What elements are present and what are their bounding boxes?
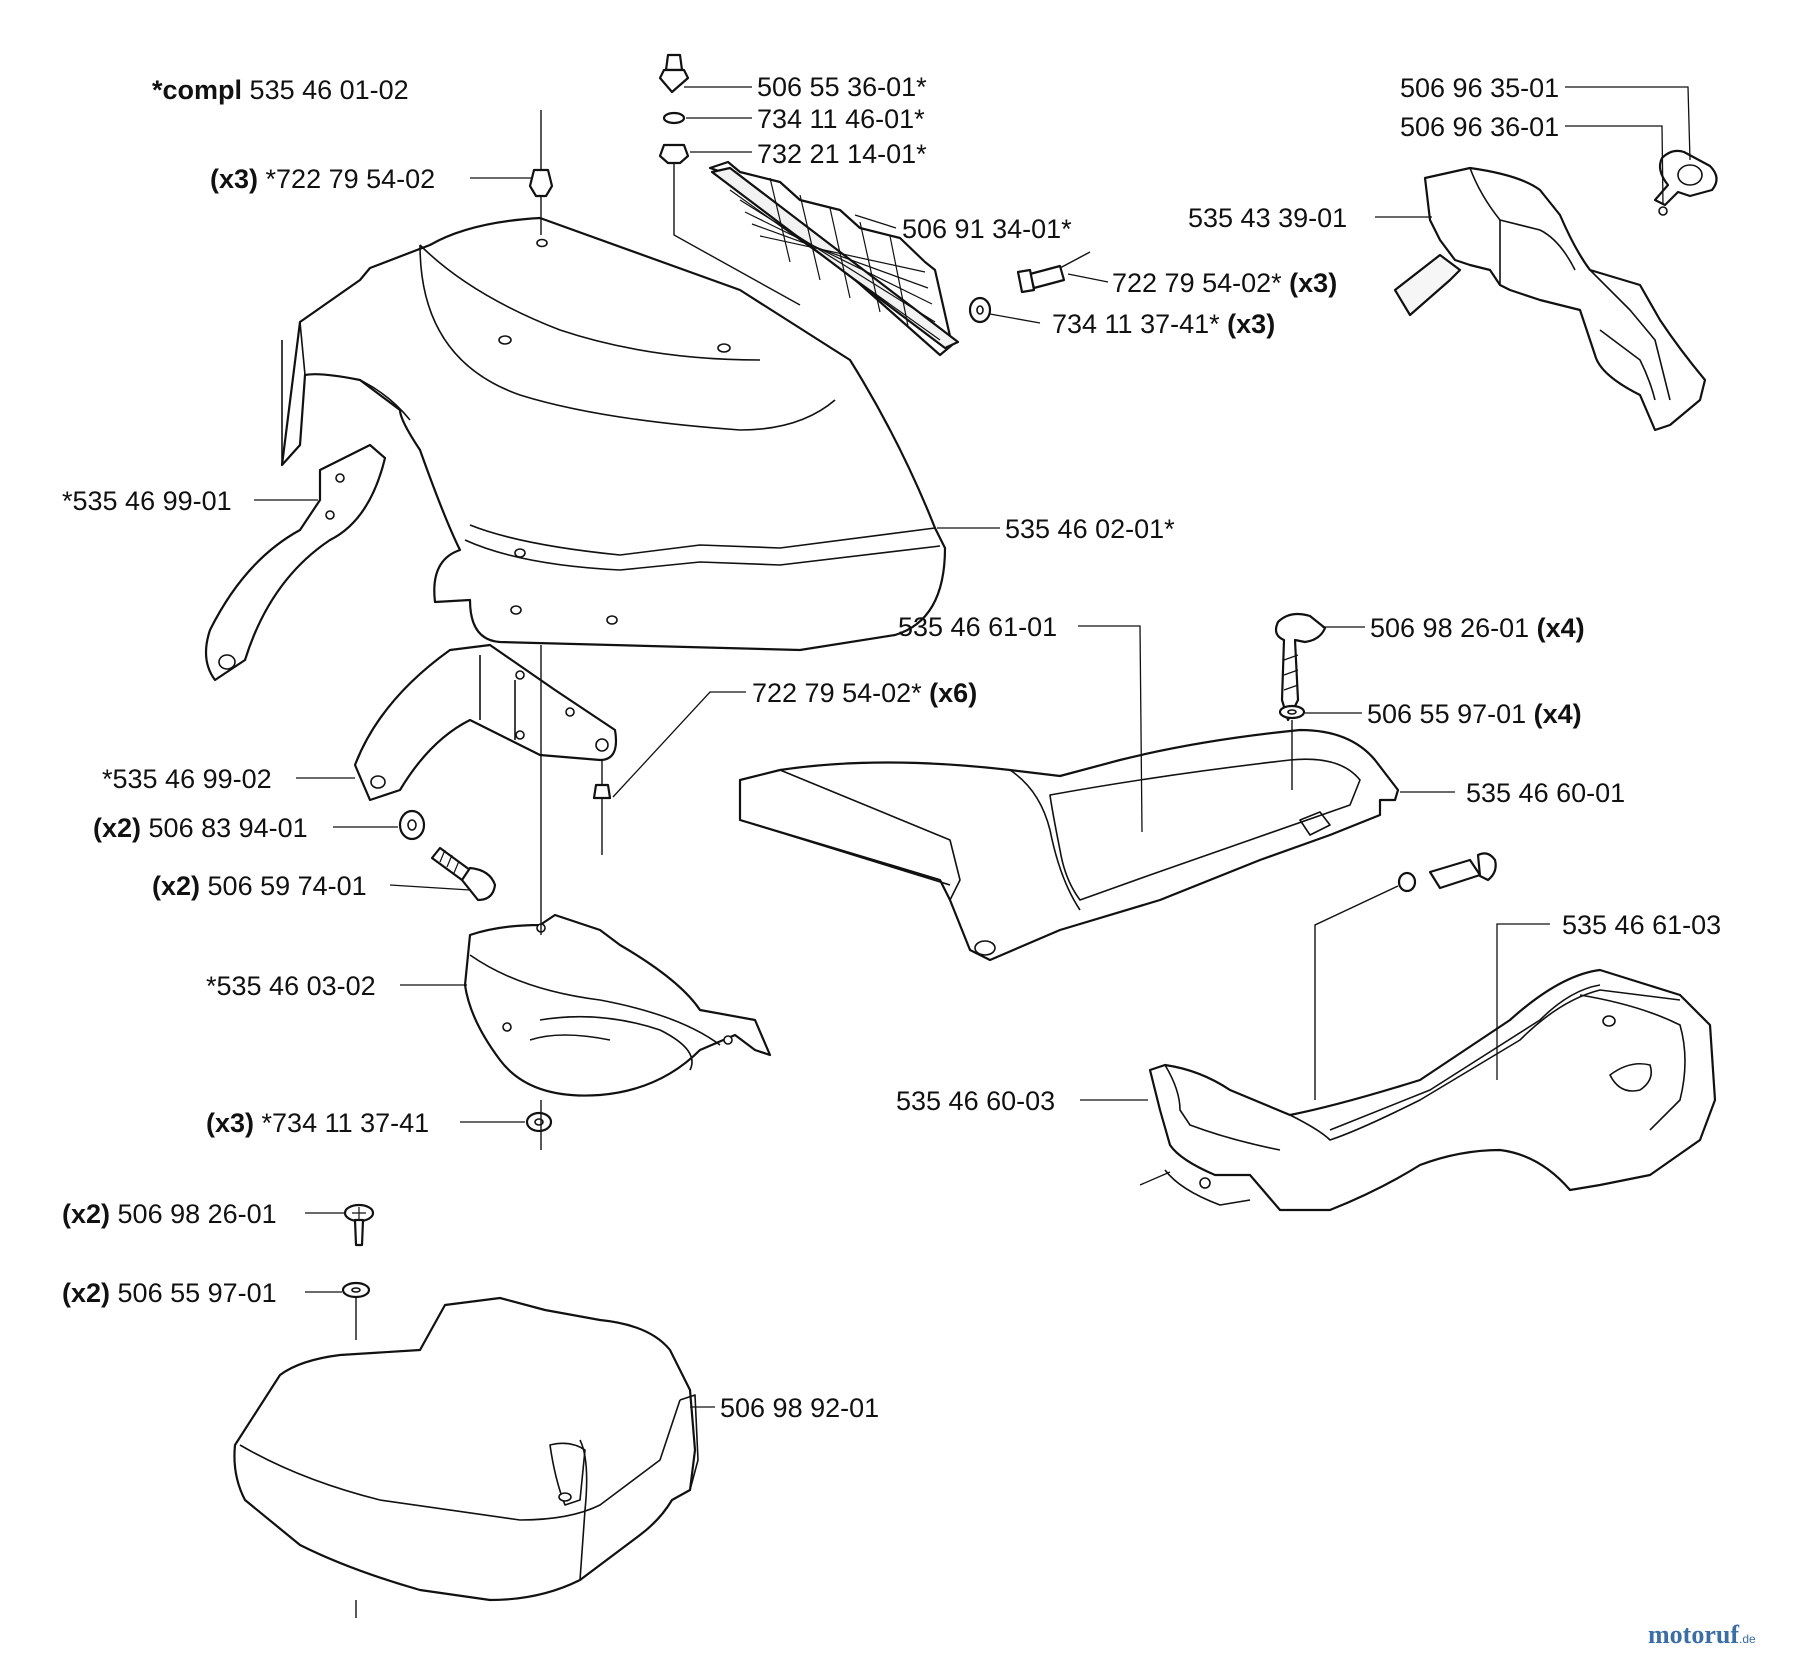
- cover-screw: [343, 1203, 375, 1247]
- battery-cover-part: [233, 1296, 699, 1602]
- label-535-46-61-03: 535 46 61-03: [1562, 910, 1721, 940]
- seat-base-part: [1139, 968, 1717, 1212]
- cover-washer: [341, 1281, 371, 1299]
- seat-base-bolt: [1314, 852, 1497, 1100]
- rivet-hood: [528, 110, 554, 235]
- label-535-46-02-01: 535 46 02-01*: [1005, 514, 1175, 544]
- bowl-washer: [525, 1111, 553, 1133]
- label-506-55-36-01: 506 55 36-01*: [757, 72, 927, 102]
- label-506-98-26-01-x2: (x2) 506 98 26-01: [62, 1199, 277, 1229]
- label-734-11-37-41-bottom: (x3) *734 11 37-41: [206, 1108, 429, 1138]
- label-506-59-74-01: (x2) 506 59 74-01: [152, 871, 367, 901]
- label-535-43-39-01: 535 43 39-01: [1188, 203, 1347, 233]
- left-bracket-upper: [204, 443, 387, 682]
- label-535-46-99-02: *535 46 99-02: [102, 764, 272, 794]
- side-shield-part: [1393, 166, 1707, 432]
- label-535-46-03-02: *535 46 03-02: [206, 971, 376, 1001]
- label-506-98-92-01: 506 98 92-01: [720, 1393, 879, 1423]
- label-506-98-26-01-x4: 506 98 26-01 (x4): [1370, 613, 1585, 643]
- label-compl: *compl 535 46 01-02: [152, 75, 409, 105]
- label-506-55-97-01-x4: 506 55 97-01 (x4): [1367, 699, 1582, 729]
- watermark: motoruf.de: [1648, 1620, 1756, 1649]
- label-506-96-36-01: 506 96 36-01: [1400, 112, 1559, 142]
- seat-knob: [1274, 612, 1327, 722]
- knob-fastener: [1653, 149, 1718, 216]
- seat-pan-part: [738, 728, 1400, 962]
- label-506-55-97-01-x2: (x2) 506 55 97-01: [62, 1278, 277, 1308]
- label-535-46-60-03: 535 46 60-03: [896, 1086, 1055, 1116]
- bracket-washer: [398, 809, 426, 841]
- grille-rivet: [1016, 251, 1091, 294]
- label-722-79-54-02-top: (x3) *722 79 54-02: [210, 164, 435, 194]
- label-506-96-35-01: 506 96 35-01: [1400, 73, 1559, 103]
- seat-washer: [1278, 704, 1306, 720]
- label-535-46-99-01: *535 46 99-01: [62, 486, 232, 516]
- grille-fastener-stack: [658, 53, 801, 306]
- main-hood-part: [280, 216, 947, 652]
- bracket-bolt: [430, 846, 497, 902]
- label-734-11-46-01: 734 11 46-01*: [757, 104, 925, 134]
- label-722-79-54-02-grille: 722 79 54-02* (x3): [1112, 268, 1337, 298]
- grille-part: [708, 160, 960, 357]
- label-734-11-37-41-grille: 734 11 37-41* (x3): [1052, 309, 1275, 339]
- label-732-21-14-01: 732 21 14-01*: [757, 139, 927, 169]
- bowl-part: [463, 913, 772, 1097]
- label-535-46-61-01: 535 46 61-01: [898, 612, 1057, 642]
- bracket-rivet: [592, 738, 612, 855]
- left-bracket-lower: [353, 643, 618, 802]
- label-506-83-94-01: (x2) 506 83 94-01: [93, 813, 308, 843]
- label-722-79-54-02-x6: 722 79 54-02* (x6): [752, 678, 977, 708]
- grille-washer: [968, 296, 992, 324]
- label-535-46-60-01: 535 46 60-01: [1466, 778, 1625, 808]
- leader-lines: [254, 86, 1691, 1408]
- label-506-91-34-01: 506 91 34-01*: [902, 214, 1072, 244]
